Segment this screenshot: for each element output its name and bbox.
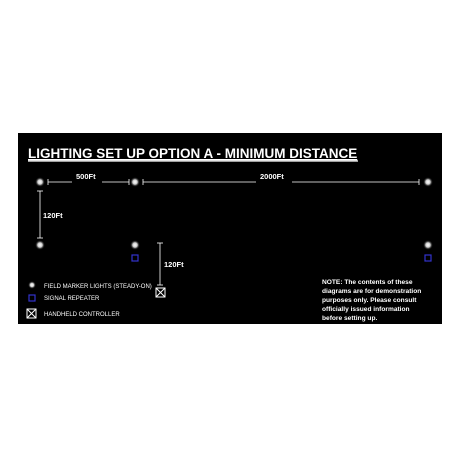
note-line-4: officially issued information [322,306,410,313]
dimension-500ft-label: 500Ft [76,172,96,181]
note-line-1: NOTE: The contents of these [322,279,413,286]
dimension-2000ft-label: 2000Ft [260,172,284,181]
field-marker-light-bottom-left [35,240,45,250]
disclaimer-note: NOTE: The contents of these diagrams are… [322,279,421,322]
legend-controller-label: HANDHELD CONTROLLER [44,312,120,318]
dimension-120ft-left [37,190,43,239]
dimension-2000ft [142,175,420,185]
signal-repeater-right [424,254,432,262]
note-line-3: purposes only. Please consult [322,297,417,304]
diagram-panel: LIGHTING SET UP OPTION A - MINIMUM DISTA… [18,133,442,324]
field-marker-light-bottom-right [423,240,433,250]
legend-controller-icon [26,308,37,319]
legend-field-marker-icon [28,281,36,289]
legend-repeater-icon [28,294,36,302]
dimension-120ft-left-label: 120Ft [43,211,63,220]
dimension-120ft-controller-label: 120Ft [164,260,184,269]
field-marker-light-top-right [423,177,433,187]
field-marker-light-top-left [35,177,45,187]
dimension-500ft [47,175,130,185]
field-marker-light-top-middle [130,177,140,187]
diagram-title: LIGHTING SET UP OPTION A - MINIMUM DISTA… [28,146,357,161]
legend-repeater-label: SIGNAL REPEATER [44,296,100,302]
note-line-5: before setting up. [322,315,377,322]
lighting-setup-diagram: LIGHTING SET UP OPTION A - MINIMUM DISTA… [26,146,433,322]
legend-field-marker-label: FIELD MARKER LIGHTS (STEADY-ON) [44,284,152,290]
field-marker-light-bottom-middle [130,240,140,250]
note-line-2: diagrams are for demonstration [322,288,421,295]
signal-repeater-middle [131,254,139,262]
handheld-controller-icon [155,287,166,298]
legend: FIELD MARKER LIGHTS (STEADY-ON) SIGNAL R… [26,281,152,319]
dimension-120ft-controller [157,242,163,286]
